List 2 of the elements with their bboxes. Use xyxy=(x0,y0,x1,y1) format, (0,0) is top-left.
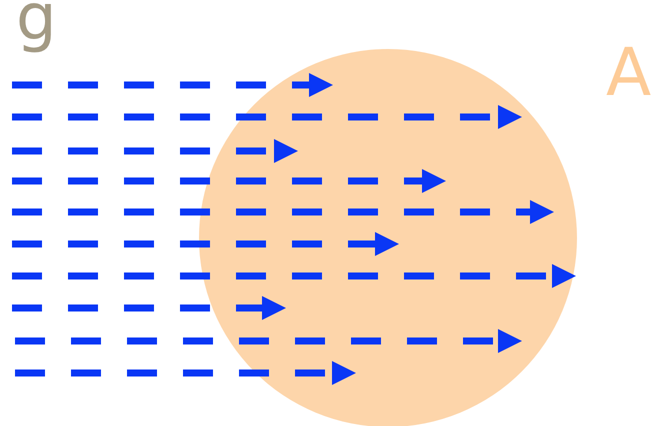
label: A xyxy=(606,40,652,106)
label: g xyxy=(16,0,57,50)
